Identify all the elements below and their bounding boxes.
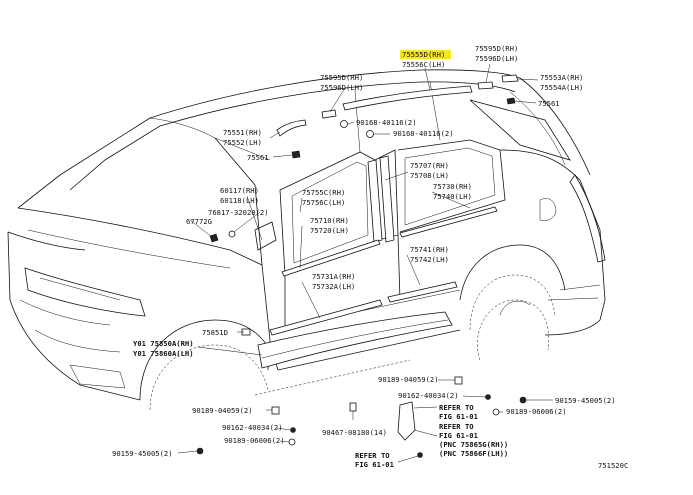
label-fig3[interactable]: FIG 61-01 xyxy=(355,460,394,469)
label-75596d-top[interactable]: 75596D(LH) xyxy=(475,54,518,63)
clip-90168-a xyxy=(340,120,348,128)
screw-90159-l xyxy=(196,447,204,455)
diagram-code: 751520C xyxy=(598,461,628,470)
label-75561-l[interactable]: 75561 xyxy=(247,153,269,162)
label-67772g[interactable]: 67772G xyxy=(186,217,212,226)
label-90162-a[interactable]: 90162-40034(2) xyxy=(398,391,459,400)
label-refer1[interactable]: REFER TO xyxy=(439,403,474,412)
parts xyxy=(196,74,527,458)
label-90168-a[interactable]: 90168-40116(2) xyxy=(356,118,417,127)
clip-90189-06006-r xyxy=(492,408,500,416)
clip-76817 xyxy=(228,230,236,238)
screw-90159-r xyxy=(519,396,527,404)
roof-end-cap-front xyxy=(321,109,337,119)
label-75742[interactable]: 75742(LH) xyxy=(410,255,449,264)
label-75756c[interactable]: 75756C(LH) xyxy=(302,198,345,207)
label-pnc2[interactable]: (PNC 75866F(LH)) xyxy=(439,449,508,458)
label-pnc1[interactable]: (PNC 75865G(RH)) xyxy=(439,440,508,449)
label-76817[interactable]: 76817-32020(2) xyxy=(208,208,269,217)
label-75595d-top[interactable]: 75595D(RH) xyxy=(475,44,518,53)
label-75720[interactable]: 75720(LH) xyxy=(310,226,349,235)
clip-90189-l xyxy=(271,406,280,415)
label-refer3[interactable]: REFER TO xyxy=(355,451,390,460)
label-75551[interactable]: 75551(RH) xyxy=(223,128,262,137)
label-fig1[interactable]: FIG 61-01 xyxy=(439,412,478,421)
label-60118[interactable]: 60118(LH) xyxy=(220,196,259,205)
clip-75561-r xyxy=(506,97,516,105)
label-75552[interactable]: 75552(LH) xyxy=(223,138,262,147)
mudguard-bracket xyxy=(397,401,416,441)
clip-90189-06006-l xyxy=(288,438,296,446)
label-75707[interactable]: 75707(RH) xyxy=(410,161,449,170)
label-75561-r[interactable]: 75561 xyxy=(538,99,560,108)
label-75554a[interactable]: 75554A(LH) xyxy=(540,83,583,92)
front-door-belt-lower xyxy=(269,299,383,336)
clip-90168-b xyxy=(366,130,374,138)
label-75740[interactable]: 75740(LH) xyxy=(433,192,472,201)
label-75731a[interactable]: 75731A(RH) xyxy=(312,272,355,281)
selected-part-highlight xyxy=(400,50,451,59)
clip-90189-r xyxy=(454,376,463,385)
leader-lines xyxy=(177,63,553,463)
rear-door-belt-lower xyxy=(387,281,458,303)
label-75553a[interactable]: 75553A(RH) xyxy=(540,73,583,82)
label-90162-b[interactable]: 90162-40034(2) xyxy=(222,423,283,432)
c-pillar-garnish xyxy=(379,155,395,243)
label-90189-d[interactable]: 90189-06006(2) xyxy=(506,407,567,416)
label-75595d-l[interactable]: 75595D(RH) xyxy=(320,73,363,82)
label-90168-b[interactable]: 90168-40116(2) xyxy=(393,129,454,138)
callout-labels: 75555D(RH) 75556C(LH) 75595D(RH) 75596D(… xyxy=(112,44,628,470)
label-90467[interactable]: 90467-08180(14) xyxy=(322,428,387,437)
rear-cap-part xyxy=(501,74,519,83)
screw-90162-r xyxy=(485,394,491,400)
label-75555d[interactable]: 75555D(RH) xyxy=(402,50,445,59)
label-75710[interactable]: 75710(RH) xyxy=(310,216,349,225)
clip-75561-l xyxy=(291,150,301,159)
roof-moulding-part xyxy=(342,85,473,111)
label-refer2[interactable]: REFER TO xyxy=(439,422,474,431)
rocker-panel-moulding xyxy=(257,311,453,369)
label-75755c[interactable]: 75755C(RH) xyxy=(302,188,345,197)
rear-belt-moulding xyxy=(399,206,498,238)
label-90189-b[interactable]: 90189-04059(2) xyxy=(192,406,253,415)
clip-90467 xyxy=(349,402,357,412)
label-75596d-l[interactable]: 75596D(LH) xyxy=(320,83,363,92)
screw-refer3 xyxy=(417,452,423,458)
label-75732a[interactable]: 75732A(LH) xyxy=(312,282,355,291)
label-75851d[interactable]: 75851D xyxy=(202,328,228,337)
label-75741[interactable]: 75741(RH) xyxy=(410,245,449,254)
label-60117[interactable]: 60117(RH) xyxy=(220,186,259,195)
b-pillar-garnish xyxy=(367,159,383,243)
bracket-67772g xyxy=(209,233,219,243)
front-belt-moulding xyxy=(281,239,381,277)
label-75708[interactable]: 75708(LH) xyxy=(410,171,449,180)
label-y0175850a[interactable]: Y01 75850A(RH) xyxy=(133,339,194,348)
label-y0175860a[interactable]: Y01 75860A(LH) xyxy=(133,349,194,358)
screw-90162-l xyxy=(290,427,296,433)
label-90189-a[interactable]: 90189-04059(2) xyxy=(378,375,439,384)
front-roof-part xyxy=(276,119,307,137)
label-75730[interactable]: 75730(RH) xyxy=(433,182,472,191)
label-fig2[interactable]: FIG 61-01 xyxy=(439,431,478,440)
vehicle-outline xyxy=(7,69,606,411)
label-90189-c[interactable]: 90189-06006(2) xyxy=(224,436,285,445)
label-75556c[interactable]: 75556C(LH) xyxy=(402,60,445,69)
roof-end-cap-rear xyxy=(477,81,494,90)
label-90159-a[interactable]: 90159-45005(2) xyxy=(112,449,173,458)
label-90159-b[interactable]: 90159-45005(2) xyxy=(555,396,616,405)
